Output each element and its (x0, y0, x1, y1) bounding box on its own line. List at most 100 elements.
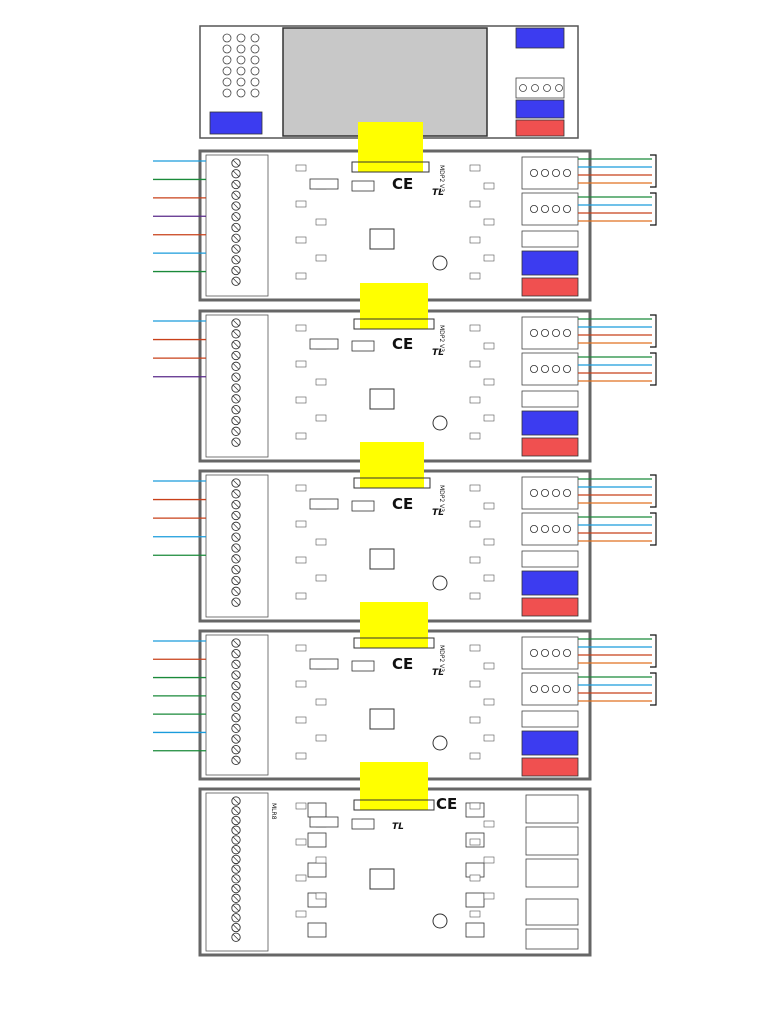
smd-component (469, 520, 481, 528)
screw-slot (232, 267, 240, 274)
smd-component (315, 856, 327, 864)
terminal-screw (541, 168, 550, 177)
screw-slot (232, 555, 240, 563)
screw-slot (232, 714, 240, 721)
relay-component (307, 862, 327, 878)
ce-mark: CE (392, 495, 413, 513)
terminal-screw (530, 685, 539, 694)
dip-switch (432, 575, 448, 591)
dip-switch (432, 735, 448, 751)
terminal-screw (563, 328, 572, 337)
screw-slot (232, 671, 240, 679)
smd-component (295, 432, 307, 440)
mcu-chip (369, 708, 395, 730)
power-terminal-red (515, 119, 565, 137)
terminal-screw (563, 525, 572, 534)
terminal-screw (543, 84, 551, 92)
smd-component (315, 538, 327, 546)
screw-slot (232, 417, 240, 424)
screw-slot (232, 757, 240, 764)
screw-slot (232, 256, 240, 263)
dip-switch (432, 415, 448, 431)
terminal-screw (530, 649, 539, 658)
smd-component (315, 892, 327, 900)
bus-connector-socket (353, 477, 431, 489)
smd-component (315, 698, 327, 706)
power-terminal-red (521, 277, 579, 297)
bus-terminal-white (515, 77, 565, 99)
smd-component (483, 892, 495, 900)
driver-chip (351, 818, 375, 830)
screw-slot (232, 533, 240, 541)
smd-component (295, 874, 307, 882)
relay-terminal (525, 858, 579, 888)
terminal-screw (541, 525, 550, 534)
bus-connector-socket (351, 161, 430, 173)
screw-slot (232, 319, 240, 327)
terminal-screw (541, 364, 550, 373)
bus-connectors (351, 122, 435, 811)
smd-component (469, 752, 481, 760)
relay-component (307, 832, 327, 848)
screw-slot (232, 428, 240, 435)
screw-slot (232, 904, 240, 912)
terminal-screw (236, 77, 246, 87)
smd-component (295, 644, 307, 652)
yellow-bus-connector-1 (358, 122, 423, 172)
terminal-screw (552, 649, 561, 658)
smd-component (469, 324, 481, 332)
relay-component (307, 922, 327, 938)
smd-component (483, 342, 495, 350)
bus-terminal-blue (521, 410, 579, 436)
smd-component (469, 716, 481, 724)
mcu-chip (369, 868, 395, 890)
manufacturer-logo: TL (432, 668, 444, 678)
model-label: MDP2 V3 (438, 165, 445, 192)
smd-component (295, 680, 307, 688)
input-terminal (521, 710, 579, 728)
smd-component (483, 254, 495, 262)
smd-component (483, 574, 495, 582)
ce-mark: CE (392, 175, 413, 193)
bus-connector-socket (353, 318, 435, 330)
terminal-screw (236, 55, 246, 65)
terminal-screw (236, 66, 246, 76)
terminal-screw (530, 525, 539, 534)
smd-component (469, 838, 481, 846)
terminal-screw (563, 204, 572, 213)
terminal-screw (222, 88, 232, 98)
screw-slot (232, 934, 240, 941)
bus-terminal-blue (515, 99, 565, 119)
relay-terminal (525, 794, 579, 824)
wire-bracket (650, 474, 657, 508)
screw-slot (232, 224, 240, 231)
screw-slot (232, 566, 240, 573)
smd-component (469, 396, 481, 404)
terminal-screw (236, 33, 246, 43)
screw-slot (232, 895, 240, 902)
mcu-chip (369, 388, 395, 410)
input-terminal (521, 230, 579, 248)
screw-slot (232, 875, 240, 883)
optocoupler (309, 178, 339, 190)
power-terminal-red (521, 437, 579, 457)
yellow-bus-connector-5 (360, 762, 428, 810)
screw-slot (232, 202, 240, 210)
terminal-screw (563, 488, 572, 497)
smd-component (295, 520, 307, 528)
mcu-chip (369, 228, 395, 250)
smd-component (315, 414, 327, 422)
screw-slot (232, 363, 240, 370)
smd-component (469, 680, 481, 688)
power-terminal-red (521, 757, 579, 777)
terminal-screw (530, 488, 539, 497)
terminal-screw (541, 204, 550, 213)
smd-component (469, 432, 481, 440)
smd-component (315, 734, 327, 742)
terminal-screw (250, 55, 260, 65)
screw-slot (232, 544, 240, 552)
power-terminal-red (521, 597, 579, 617)
screw-slot (232, 650, 240, 657)
